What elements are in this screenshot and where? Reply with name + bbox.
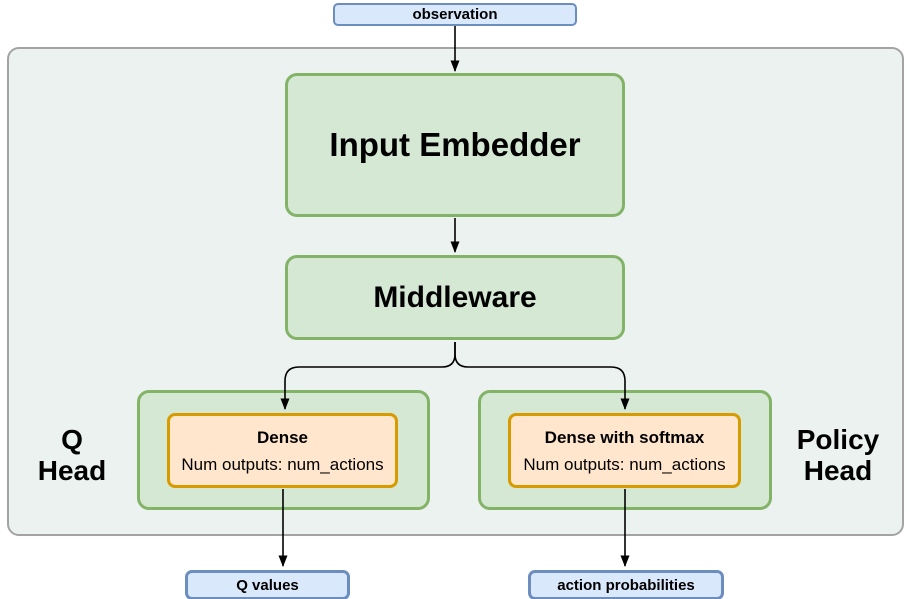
node-input-embedder: Input Embedder <box>285 73 625 217</box>
node-q-dense: Dense Num outputs: num_actions <box>167 413 398 488</box>
q-dense-subtitle: Num outputs: num_actions <box>181 454 384 474</box>
q-values-label: Q values <box>236 576 299 594</box>
policy-head-label: Policy Head <box>783 424 893 486</box>
node-action-probabilities: action probabilities <box>528 570 724 599</box>
q-head-label: Q Head <box>17 424 127 486</box>
policy-head-label-line2: Head <box>803 455 873 486</box>
q-head-label-line1: Q <box>61 424 83 455</box>
input-embedder-label: Input Embedder <box>329 126 581 163</box>
q-dense-title: Dense <box>256 427 309 447</box>
node-observation: observation <box>333 3 577 26</box>
node-middleware: Middleware <box>285 255 625 340</box>
middleware-label: Middleware <box>373 280 537 314</box>
action-probabilities-label: action probabilities <box>557 576 695 594</box>
q-head-label-line2: Head <box>37 455 107 486</box>
policy-dense-subtitle: Num outputs: num_actions <box>523 454 726 474</box>
policy-dense-title: Dense with softmax <box>544 427 705 447</box>
policy-head-label-line1: Policy <box>796 424 880 455</box>
node-q-values: Q values <box>185 570 350 599</box>
observation-label: observation <box>412 6 498 23</box>
node-policy-dense: Dense with softmax Num outputs: num_acti… <box>508 413 741 488</box>
